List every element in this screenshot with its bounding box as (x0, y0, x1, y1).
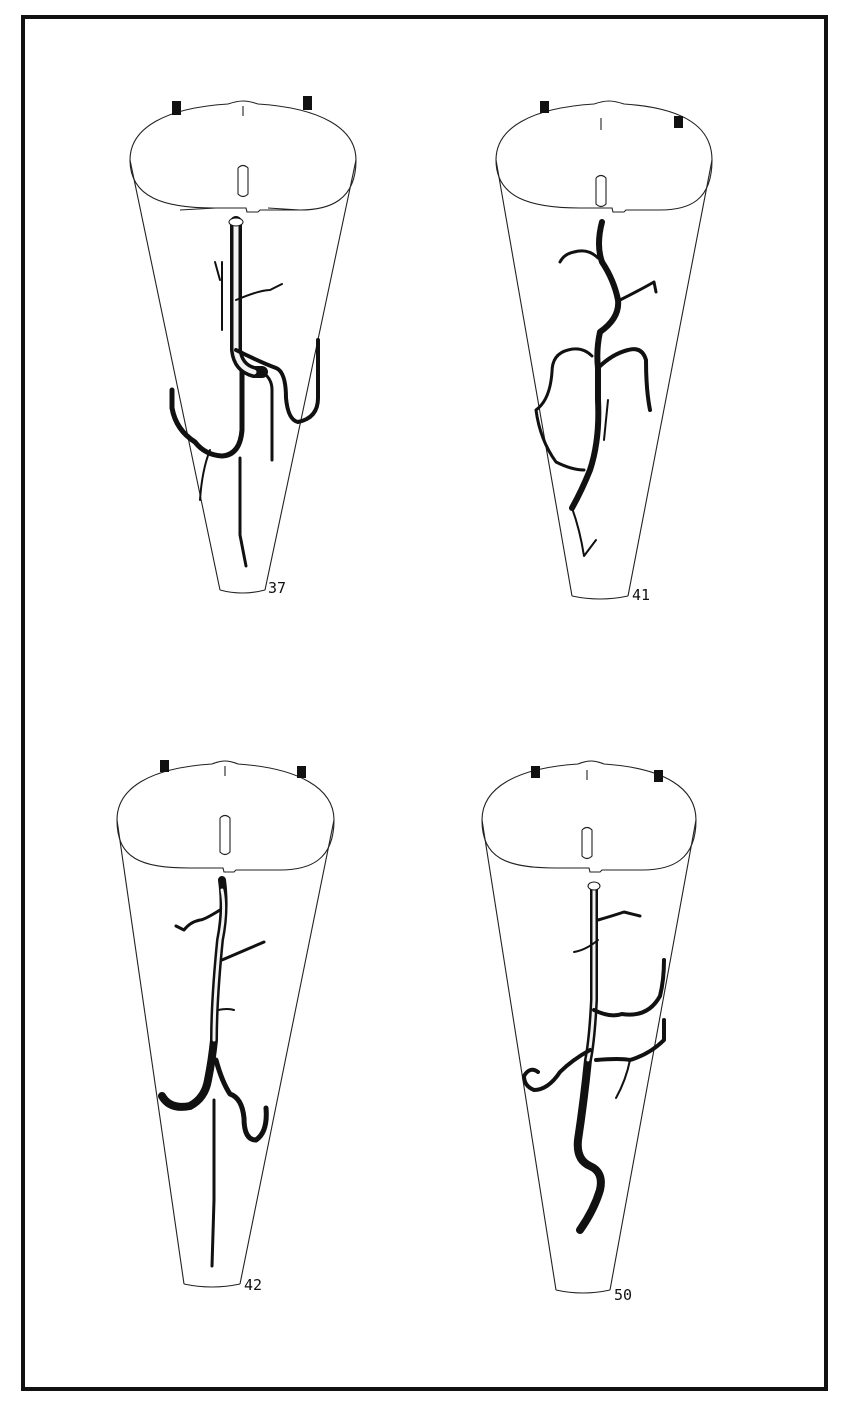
spinal-cord-diagram-37: 37 (130, 96, 356, 597)
nerve-root-stub (160, 760, 169, 772)
anterior-spinal-artery (524, 882, 664, 1230)
anterior-spinal-artery (172, 218, 318, 566)
nerve-root-stub (540, 101, 549, 113)
spinal-cord-diagram-42: 42 (117, 760, 334, 1294)
cord-cross-section (130, 101, 356, 212)
spinal-cord-diagram-50: 50 (482, 761, 696, 1304)
figure-number-42: 42 (244, 1276, 262, 1294)
figure-number-50: 50 (614, 1286, 632, 1304)
nerve-root-stub (531, 766, 540, 778)
nerve-root-stub (654, 770, 663, 782)
cord-cross-section (482, 761, 696, 872)
figure-number-37: 37 (268, 579, 286, 597)
anterior-spinal-artery (536, 222, 656, 556)
nerve-root-stub (297, 766, 306, 778)
nerve-root-stub (674, 116, 683, 128)
figure-number-41: 41 (632, 586, 650, 604)
anterior-spinal-artery (162, 880, 266, 1266)
spinal-cord-diagram-41: 41 (496, 101, 712, 604)
nerve-root-stub (303, 96, 312, 110)
nerve-root-stub (172, 101, 181, 115)
